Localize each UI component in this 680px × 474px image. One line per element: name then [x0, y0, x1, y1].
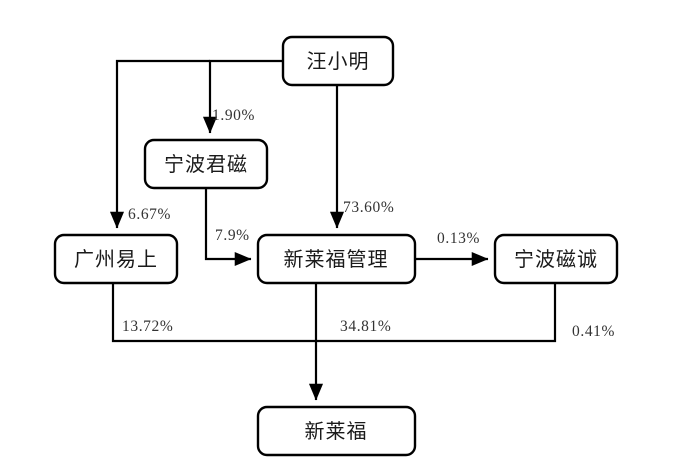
node-box-xinlaifuguanli: [256, 233, 417, 285]
node-label-ningbojunci: 宁波君磁: [164, 153, 248, 176]
edge-label-yishang-to-xinlaifu: 13.72%: [122, 318, 173, 335]
edge-yishang-to-xinlaifu: [111, 283, 316, 343]
edge-label-wang-to-yishang: 6.67%: [128, 206, 171, 223]
edge-cicheng-to-xinlaifu: [316, 283, 557, 343]
node-wangxiaoming[interactable]: 汪小明: [281, 35, 395, 87]
node-label-wangxiaoming: 汪小明: [307, 50, 370, 73]
node-label-guangzhouyishang: 广州易上: [74, 248, 158, 271]
edge-label-guanli-to-xinlaifu: 34.81%: [340, 318, 391, 335]
edge-wang-to-yishang: [109, 59, 210, 229]
node-ningbocicheng[interactable]: 宁波磁诚: [493, 233, 619, 285]
edge-label-wang-to-guanli: 73.60%: [343, 199, 394, 216]
edge-label-junci-to-guanli: 7.9%: [215, 227, 250, 244]
node-label-ningbocicheng: 宁波磁诚: [514, 248, 598, 271]
node-xinlaifu[interactable]: 新莱福: [256, 405, 417, 457]
edge-label-cicheng-to-xinlaifu: 0.41%: [572, 323, 615, 340]
node-box-guangzhouyishang: [53, 233, 179, 285]
edge-junci-to-guanli: [204, 188, 252, 267]
node-label-xinlaifuguanli: 新莱福管理: [284, 248, 389, 271]
edge-label-guanli-to-cicheng: 0.13%: [437, 230, 480, 247]
node-box-xinlaifu: [256, 405, 417, 457]
node-box-wangxiaoming: [281, 35, 395, 87]
node-xinlaifuguanli[interactable]: 新莱福管理: [256, 233, 417, 285]
node-box-ningbocicheng: [493, 233, 619, 285]
node-label-xinlaifu: 新莱福: [305, 420, 368, 443]
edge-label-wang-to-junci: 1.90%: [212, 107, 255, 124]
node-box-ningbojunci: [143, 138, 269, 190]
node-ningbojunci[interactable]: 宁波君磁: [143, 138, 269, 190]
node-guangzhouyishang[interactable]: 广州易上: [53, 233, 179, 285]
